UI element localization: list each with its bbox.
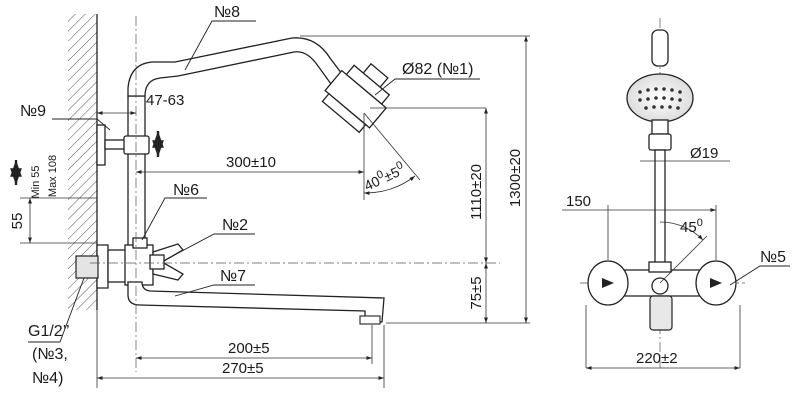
spray-holes xyxy=(638,87,682,110)
front-spout xyxy=(649,295,673,331)
side-view: №8 №9 №6 №2 №7 Ø82 (№1) G1/2’’ (№3, №4) … xyxy=(9,4,530,388)
label-n2: №2 xyxy=(222,217,248,234)
dim-1300: 1300±20 xyxy=(507,149,524,207)
dim-1110: 1110±20 xyxy=(468,164,485,220)
svg-text:400±50: 400±50 xyxy=(361,159,408,194)
dim-max108: Max 108 xyxy=(47,155,59,197)
head-front xyxy=(626,73,694,123)
label-n4: №4) xyxy=(32,370,63,387)
shower-arm xyxy=(127,37,347,97)
handle-right-mark xyxy=(710,278,722,288)
angle-arc-45 xyxy=(659,221,704,241)
label-g12: G1/2’’ xyxy=(28,323,70,340)
dim-40-angle: 400±50 xyxy=(361,159,408,194)
handle-left-mark xyxy=(602,278,614,288)
front-view: 150 Ø19 450 220±2 №5 xyxy=(562,18,790,370)
shower-head xyxy=(321,62,391,134)
label-n9: №9 xyxy=(20,103,46,120)
label-n6: №6 xyxy=(173,182,199,199)
dim-300: 300±10 xyxy=(226,154,276,171)
dim-200: 200±5 xyxy=(228,340,270,357)
dim-min55: Min 55 xyxy=(30,165,42,198)
dim-75: 75±5 xyxy=(468,276,485,309)
mixer-center-block xyxy=(124,244,154,286)
head-neck xyxy=(651,119,669,135)
front-diverter xyxy=(648,261,672,273)
label-n5: №5 xyxy=(760,249,786,266)
handle-cross xyxy=(152,243,184,281)
wall-bracket-flange xyxy=(96,124,106,166)
handle-cap xyxy=(149,254,165,270)
dim-270: 270±5 xyxy=(222,360,264,377)
dim-19: Ø19 xyxy=(690,145,718,162)
diverter xyxy=(132,237,148,249)
front-bracket xyxy=(648,133,672,151)
front-diverter-knob xyxy=(651,277,669,295)
dim-45: 450 xyxy=(680,217,703,236)
dim-55: 55 xyxy=(9,213,26,230)
dim-150: 150 xyxy=(566,193,591,210)
mixer-flange xyxy=(96,244,109,289)
dim-4763: 47-63 xyxy=(146,92,184,109)
angle-arc-40 xyxy=(363,175,416,196)
label-n7: №7 xyxy=(220,268,246,285)
front-pipe xyxy=(654,149,666,266)
label-n1: Ø82 (№1) xyxy=(402,61,473,78)
head-stem xyxy=(651,29,669,67)
spout xyxy=(127,281,385,323)
label-n3: (№3, xyxy=(32,346,68,363)
label-n8: №8 xyxy=(214,4,240,21)
vertical-pipe xyxy=(127,95,146,247)
dim-220: 220±2 xyxy=(636,350,678,367)
inlet-nut xyxy=(75,255,99,279)
wall-bracket-clamp xyxy=(123,135,150,155)
aerator xyxy=(359,315,381,325)
